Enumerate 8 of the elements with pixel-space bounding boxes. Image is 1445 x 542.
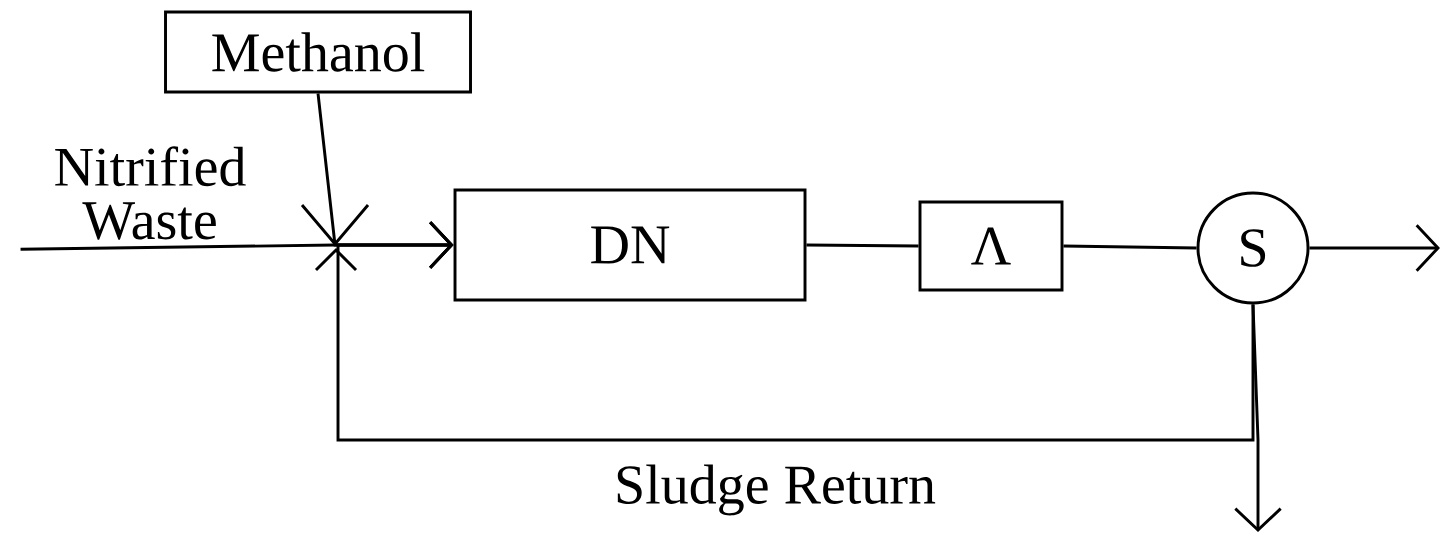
process-box: DN	[453, 188, 807, 302]
flow-arrow	[314, 221, 1255, 442]
flow-arrow	[1309, 224, 1440, 272]
edge-label: Sludge Return	[617, 464, 936, 516]
process-box: Λ	[918, 200, 1064, 292]
flow-arrow	[1234, 304, 1282, 532]
inlet-label: Nitrified Waste	[55, 146, 246, 240]
process-box: Methanol	[164, 10, 472, 94]
